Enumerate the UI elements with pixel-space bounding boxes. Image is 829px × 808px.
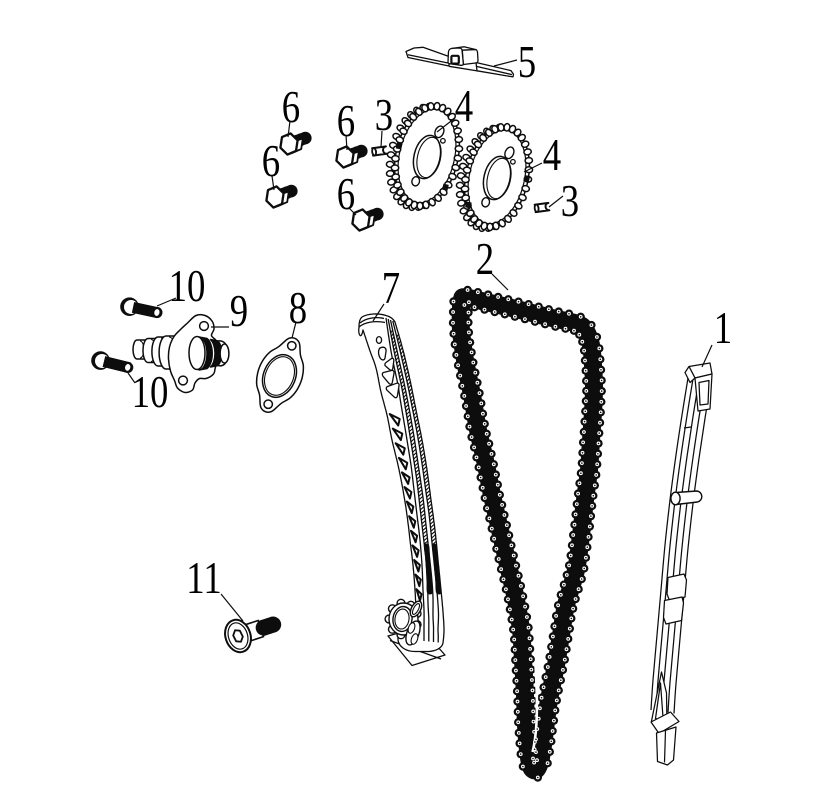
svg-text:2: 2 [476, 234, 494, 285]
svg-text:6: 6 [282, 82, 300, 133]
svg-text:6: 6 [337, 169, 355, 220]
svg-text:4: 4 [455, 81, 474, 132]
svg-text:5: 5 [518, 37, 536, 88]
svg-text:6: 6 [262, 136, 280, 187]
svg-text:9: 9 [230, 286, 248, 337]
svg-text:8: 8 [289, 283, 307, 334]
svg-text:3: 3 [561, 176, 579, 227]
svg-text:10: 10 [132, 367, 169, 418]
svg-text:6: 6 [337, 96, 355, 147]
svg-text:10: 10 [169, 261, 206, 312]
svg-text:3: 3 [375, 90, 393, 141]
svg-text:4: 4 [543, 130, 562, 181]
svg-text:7: 7 [382, 263, 400, 314]
svg-text:11: 11 [186, 553, 221, 604]
svg-text:1: 1 [714, 303, 732, 354]
